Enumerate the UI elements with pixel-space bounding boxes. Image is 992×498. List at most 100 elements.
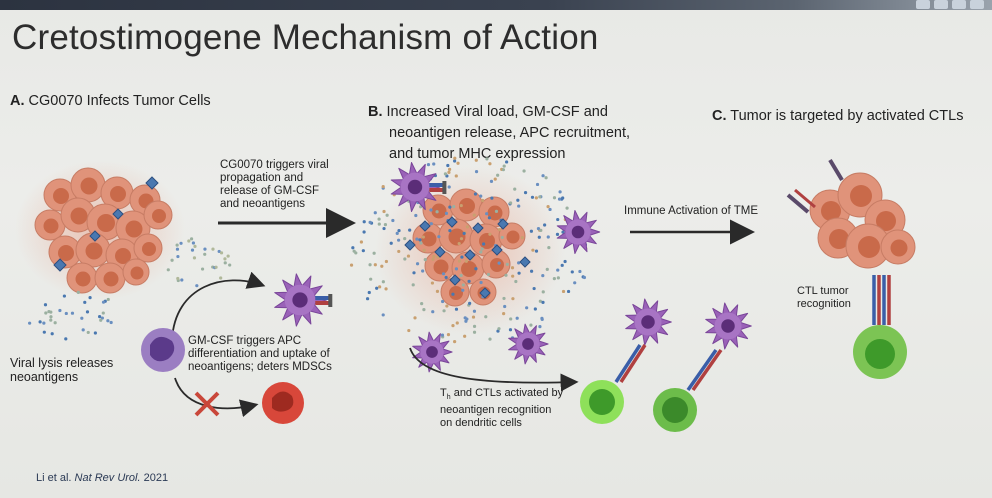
antigen-dot bbox=[81, 328, 85, 332]
antigen-dot bbox=[443, 172, 448, 176]
antigen-dot bbox=[403, 237, 407, 241]
citation: Li et al. Nat Rev Urol. 2021 bbox=[36, 472, 169, 484]
antigen-dot bbox=[362, 230, 366, 234]
antigen-dot bbox=[529, 269, 534, 273]
antigen-dot bbox=[373, 263, 377, 267]
antigen-dot bbox=[543, 223, 547, 227]
mdsc-cell bbox=[262, 382, 304, 424]
antigen-dot bbox=[411, 283, 415, 287]
antigen-dot bbox=[368, 263, 372, 267]
panel-a-tumor-cluster bbox=[15, 160, 185, 300]
antigen-dot bbox=[223, 257, 227, 261]
antigen-dot bbox=[375, 286, 379, 290]
antigen-dot bbox=[421, 269, 425, 273]
antigen-dot bbox=[516, 198, 520, 202]
dendritic-cell bbox=[556, 210, 601, 254]
inhibition-x-icon bbox=[194, 391, 220, 417]
tumor-cell bbox=[880, 229, 916, 265]
tumor-cell bbox=[498, 222, 526, 250]
antigen-dot bbox=[459, 203, 463, 208]
antigen-dot bbox=[380, 264, 384, 268]
virus-particle bbox=[434, 246, 446, 258]
apc-precursor-cell bbox=[141, 328, 185, 372]
antigen-dot bbox=[431, 310, 435, 314]
antigen-dot bbox=[459, 237, 464, 241]
antigen-dot bbox=[517, 271, 521, 275]
antigen-dot bbox=[381, 280, 385, 284]
antigen-dot bbox=[446, 163, 450, 168]
antigen-dot bbox=[473, 192, 478, 196]
antigen-dot bbox=[407, 328, 411, 333]
antigen-dot bbox=[479, 194, 483, 198]
antigen-dot bbox=[384, 287, 388, 291]
tcell-activation-arrow bbox=[409, 347, 579, 392]
antigen-dot bbox=[515, 316, 519, 320]
antigen-dot bbox=[485, 212, 489, 216]
dendritic-cell bbox=[705, 302, 752, 350]
antigen-dot bbox=[560, 263, 564, 267]
antigen-dot bbox=[461, 283, 465, 287]
antigen-dot bbox=[488, 232, 492, 236]
antigen-dot bbox=[441, 299, 445, 304]
antigen-dot bbox=[496, 329, 500, 333]
antigen-dot bbox=[465, 225, 470, 229]
antigen-dot bbox=[497, 327, 501, 331]
antigen-dot bbox=[509, 317, 513, 321]
panel-a-text: CG0070 Infects Tumor Cells bbox=[28, 93, 211, 109]
antigen-dot bbox=[485, 157, 489, 161]
antigen-dot bbox=[228, 263, 232, 267]
antigen-dot bbox=[219, 276, 223, 280]
antigen-dot bbox=[76, 290, 80, 294]
antigen-dot bbox=[432, 254, 436, 259]
tumor-cell bbox=[66, 262, 98, 294]
tumor-cell bbox=[412, 222, 444, 254]
antigen-dot bbox=[98, 315, 102, 319]
antigen-dot bbox=[43, 303, 48, 307]
antigen-dot bbox=[28, 321, 32, 325]
antigen-dot bbox=[502, 296, 506, 301]
antigen-dot bbox=[42, 330, 46, 334]
antigen-dot bbox=[101, 300, 106, 304]
virus-particle bbox=[449, 274, 461, 286]
antigen-dot bbox=[552, 196, 557, 200]
panel-b-heading: B. Increased Viral load, GM-CSF and neoa… bbox=[368, 102, 630, 165]
antigen-dot bbox=[514, 279, 518, 284]
antigen-dot bbox=[488, 162, 492, 166]
differentiation-arrow bbox=[171, 271, 266, 341]
antigen-dot bbox=[497, 227, 502, 232]
antigen-dot bbox=[556, 276, 560, 280]
antigen-dot bbox=[445, 304, 449, 308]
panel-b-virus-particles bbox=[404, 216, 531, 299]
antigen-dot bbox=[422, 248, 426, 252]
antigen-dot bbox=[460, 255, 464, 259]
antigen-dot bbox=[80, 316, 84, 320]
panel-c-letter: C. bbox=[712, 108, 727, 124]
antigen-dot bbox=[420, 301, 424, 306]
antigen-dot bbox=[488, 337, 492, 341]
antigen-dot bbox=[541, 174, 545, 178]
th-cell bbox=[580, 380, 624, 424]
antigen-dot bbox=[529, 323, 533, 327]
antigen-dot bbox=[408, 228, 412, 232]
antigen-dot bbox=[558, 190, 562, 194]
antigen-dot bbox=[534, 249, 539, 253]
ctl-cell-b bbox=[653, 388, 697, 432]
antigen-dot bbox=[534, 196, 538, 200]
antigen-dot bbox=[176, 276, 180, 281]
antigen-dot bbox=[511, 297, 515, 301]
antigen-dot bbox=[429, 222, 433, 226]
panel-c-receptors bbox=[786, 158, 891, 325]
slide-title: Cretostimogene Mechanism of Action bbox=[12, 18, 599, 57]
antigen-dot bbox=[497, 261, 501, 265]
antigen-dot bbox=[195, 284, 199, 288]
antigen-dot bbox=[436, 255, 440, 259]
antigen-dot bbox=[565, 206, 569, 210]
antigen-dot bbox=[451, 323, 455, 328]
antigen-dot bbox=[426, 163, 431, 167]
antigen-dot bbox=[480, 247, 484, 251]
antigen-dot bbox=[431, 257, 435, 261]
antigen-dot bbox=[459, 273, 463, 278]
dendritic-cell bbox=[274, 273, 333, 327]
antigen-dot bbox=[378, 285, 382, 289]
antigen-dot bbox=[511, 274, 515, 278]
